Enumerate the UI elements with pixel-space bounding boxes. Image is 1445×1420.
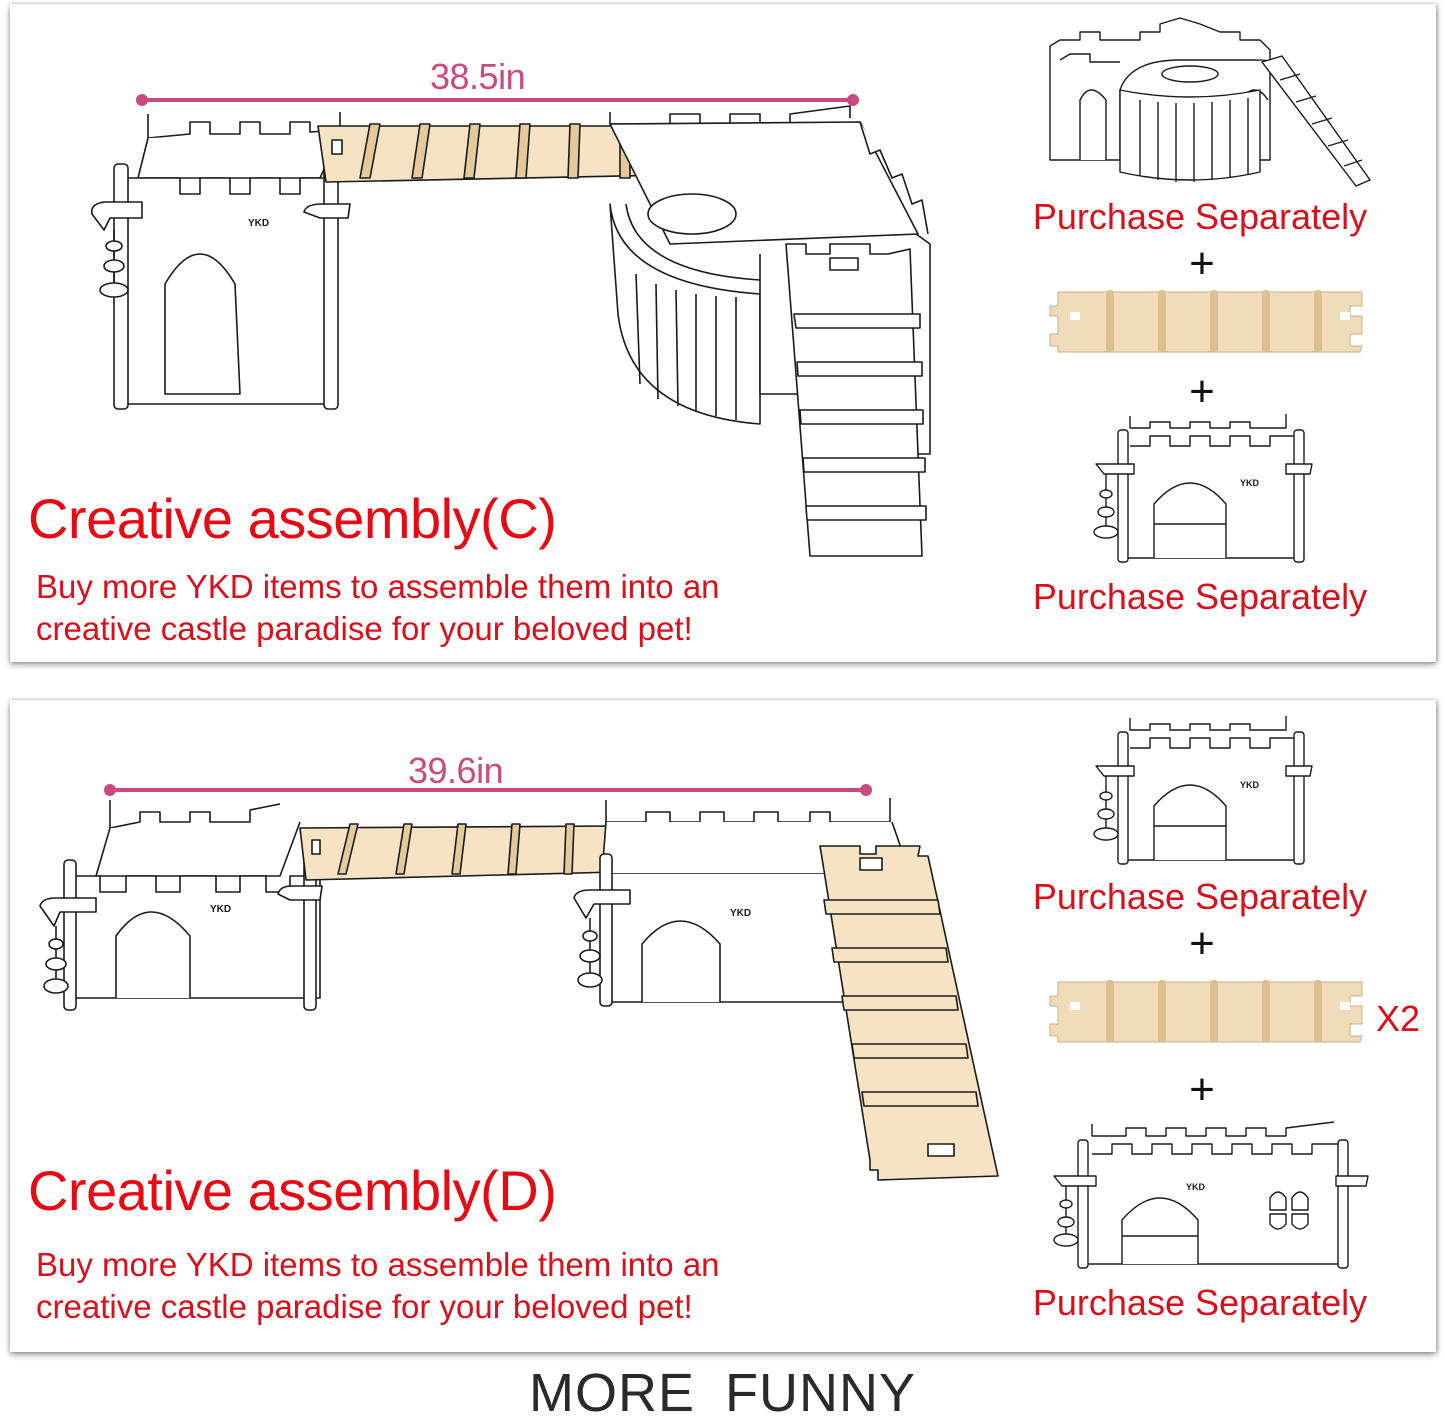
purchase-separately-label: Purchase Separately — [1032, 1282, 1368, 1323]
plus-sign: + — [1189, 919, 1215, 968]
small-castle-product: YKD — [1093, 716, 1313, 865]
dimension-label: 38.5in — [430, 56, 526, 97]
purchase-separately-label: Purchase Separately — [1032, 876, 1368, 917]
large-castle-product: YKD — [1053, 1121, 1369, 1269]
corner-tower-castle-product — [1049, 17, 1371, 187]
assembly-panel-c: 38.5in YKD — [10, 4, 1436, 662]
assembly-d-illustration: YKD YKD — [39, 798, 999, 1181]
assembly-description-line-2: creative castle paradise for your belove… — [36, 610, 693, 647]
dimension-line — [136, 94, 859, 106]
assembly-c-illustration: YKD — [90, 105, 931, 557]
svg-text:YKD: YKD — [210, 904, 231, 915]
svg-text:YKD: YKD — [248, 218, 269, 229]
purchase-separately-label: Purchase Separately — [1032, 196, 1368, 237]
svg-text:YKD: YKD — [1240, 478, 1260, 488]
svg-text:YKD: YKD — [1186, 1182, 1206, 1192]
assembly-title: Creative assembly(D) — [28, 1159, 557, 1222]
small-castle-product: YKD — [1093, 414, 1313, 563]
assembly-description-line-1: Buy more YKD items to assemble them into… — [36, 1246, 720, 1283]
footer-tagline: MORE FUNNY — [529, 1363, 916, 1420]
plus-sign: + — [1189, 367, 1215, 416]
wooden-bridge-product — [1049, 290, 1363, 353]
assembly-description-line-2: creative castle paradise for your belove… — [36, 1288, 693, 1325]
plus-sign: + — [1189, 239, 1215, 288]
quantity-multiplier: X2 — [1376, 998, 1421, 1039]
assembly-title: Creative assembly(C) — [28, 487, 557, 550]
dimension-label: 39.6in — [408, 750, 504, 791]
assembly-description-line-1: Buy more YKD items to assemble them into… — [36, 568, 720, 605]
assembly-panel-d: 39.6in YKD — [10, 700, 1436, 1352]
svg-text:YKD: YKD — [730, 908, 751, 919]
wooden-bridge-product — [1049, 980, 1363, 1043]
purchase-separately-label: Purchase Separately — [1032, 576, 1368, 617]
dimension-line — [104, 784, 872, 796]
svg-text:YKD: YKD — [1240, 780, 1260, 790]
plus-sign: + — [1189, 1065, 1215, 1114]
